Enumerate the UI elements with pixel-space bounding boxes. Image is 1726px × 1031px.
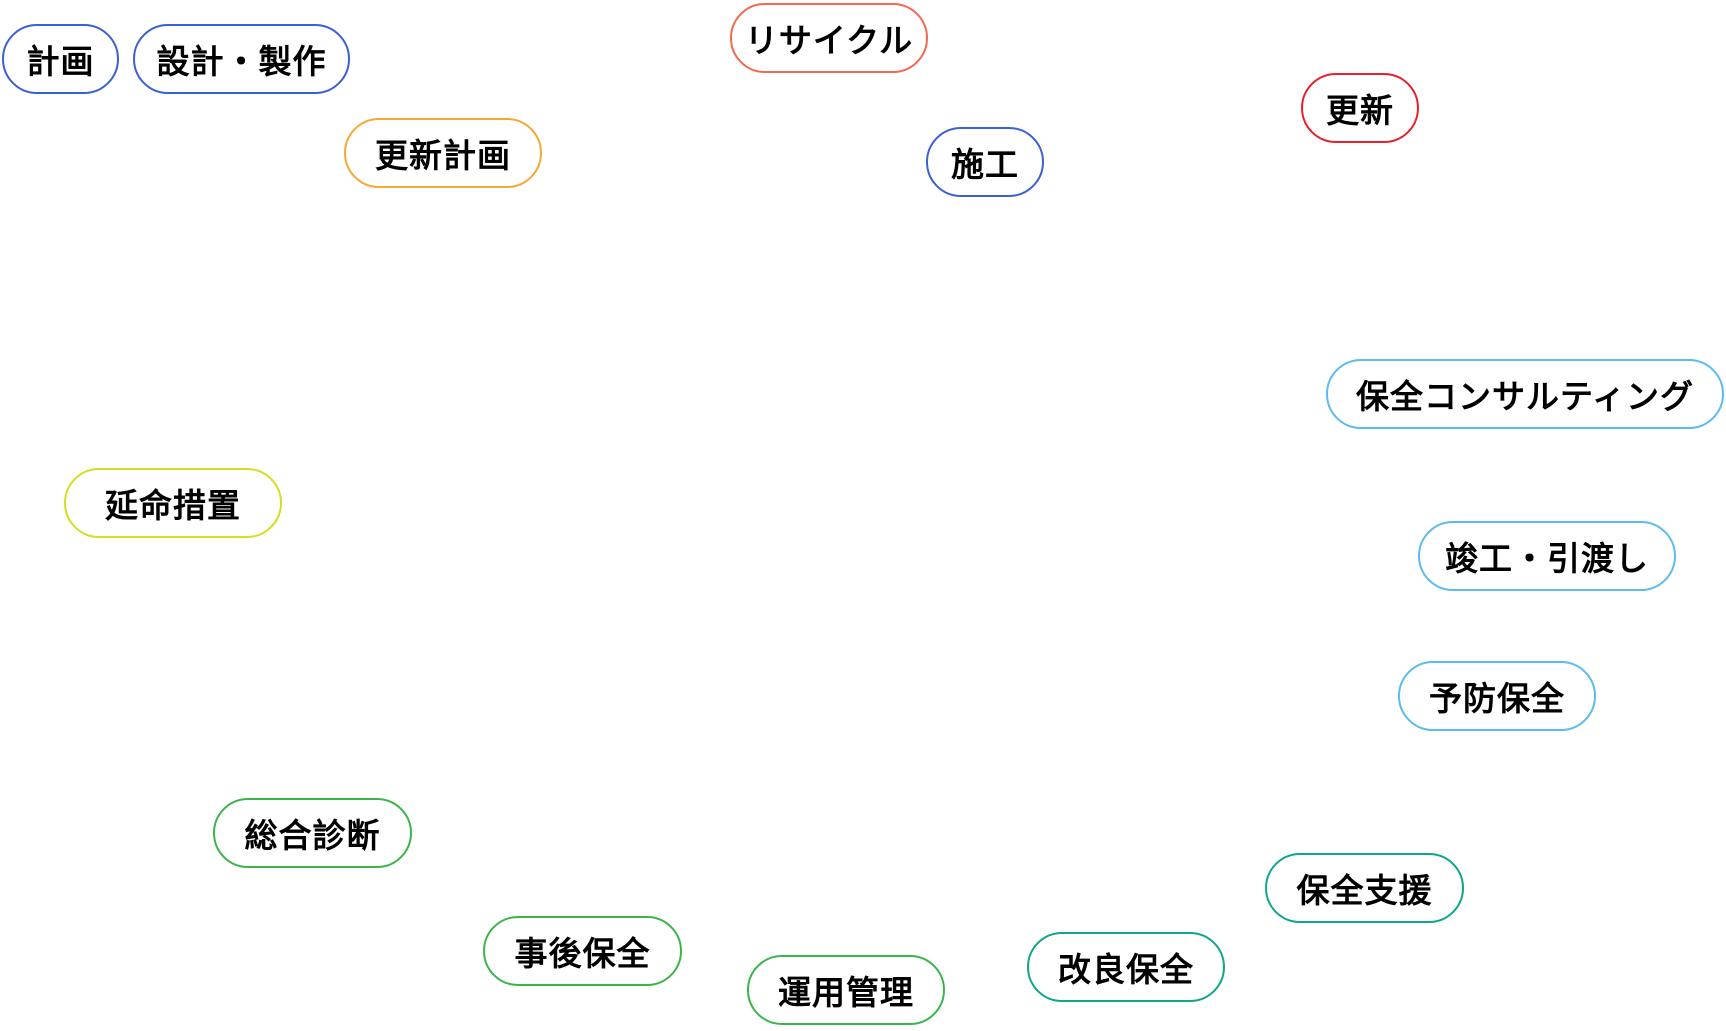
node-keikaku: 計画 xyxy=(2,24,119,94)
node-unyou-kanri: 運用管理 xyxy=(747,955,945,1025)
node-jigo-hozen: 事後保全 xyxy=(483,916,682,986)
node-sekou: 施工 xyxy=(926,127,1044,197)
node-koushin: 更新 xyxy=(1301,73,1419,143)
node-hozen-consulting: 保全コンサルティング xyxy=(1326,359,1724,429)
node-recycle: リサイクル xyxy=(730,3,928,73)
node-kairyou-hozen: 改良保全 xyxy=(1027,932,1225,1002)
node-shunkou-hikiwatashi: 竣工・引渡し xyxy=(1418,521,1676,591)
node-hozen-shien: 保全支援 xyxy=(1265,853,1464,923)
node-yobou-hozen: 予防保全 xyxy=(1398,661,1596,731)
node-sougou-shindan: 総合診断 xyxy=(213,798,412,868)
node-sekkei-seisaku: 設計・製作 xyxy=(133,24,350,94)
node-koushin-keikaku: 更新計画 xyxy=(344,118,542,188)
node-enmei-sochi: 延命措置 xyxy=(64,468,282,538)
